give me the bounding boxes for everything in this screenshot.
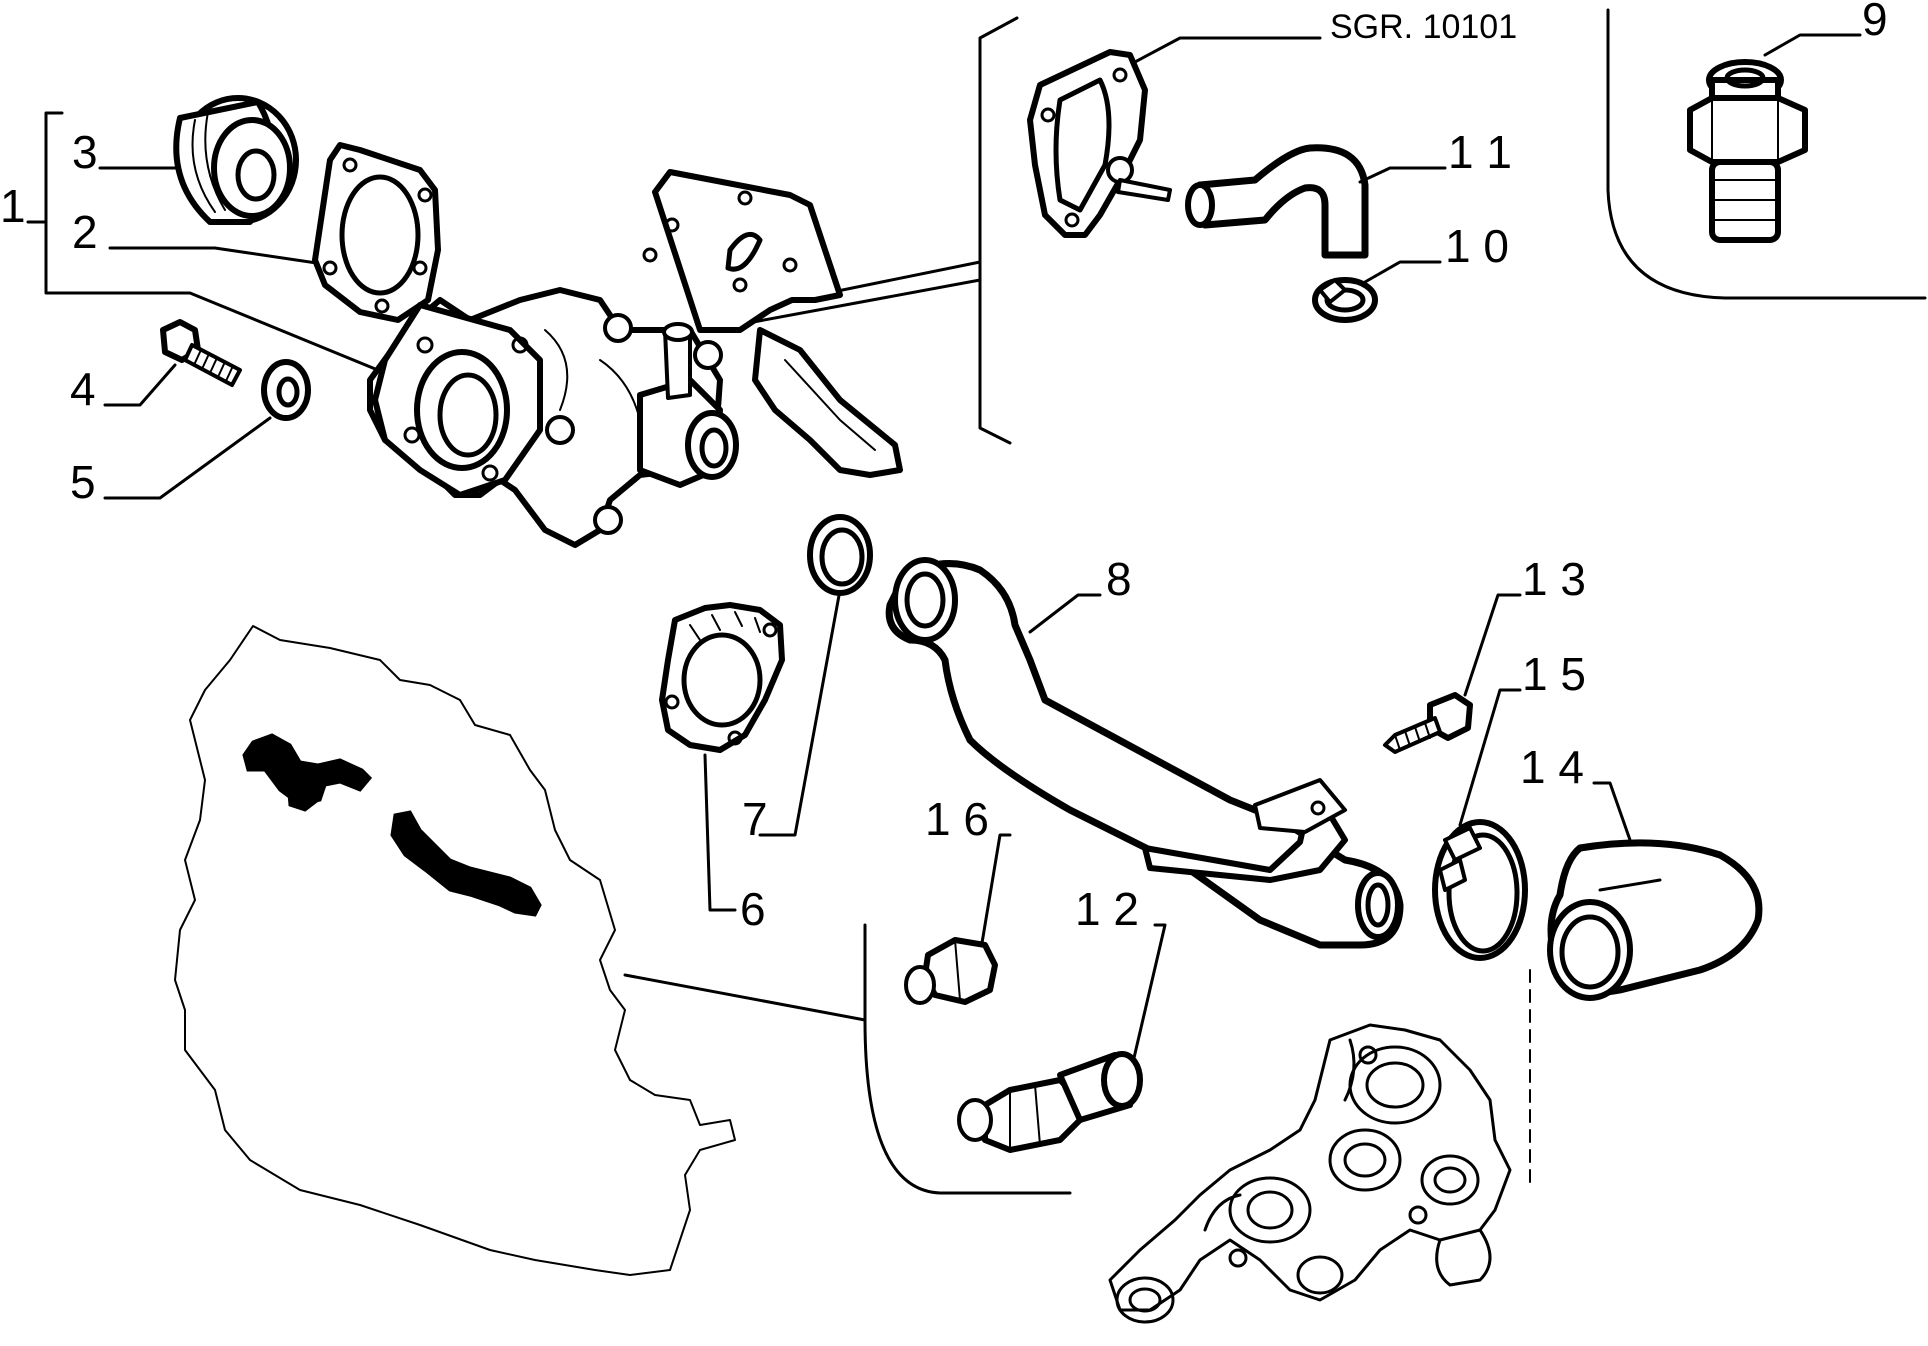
hose-clamp-part-15 <box>1432 819 1528 961</box>
temp-sensor-part-9 <box>1687 59 1808 243</box>
label-14: 1 4 <box>1520 741 1584 793</box>
hose-clamp-part-10 <box>1312 277 1378 323</box>
label-5: 5 <box>70 456 96 508</box>
label-16: 1 6 <box>925 793 989 845</box>
engine-block-outline <box>174 625 736 1276</box>
bolt-part-13 <box>1383 692 1473 754</box>
plug-part-16 <box>904 937 998 1005</box>
bolt-part-4 <box>160 319 242 387</box>
label-2: 2 <box>72 206 98 258</box>
label-7: 7 <box>742 793 768 845</box>
label-4: 4 <box>70 363 96 415</box>
rubber-hose-part-14 <box>1547 839 1763 1001</box>
label-reference: SGR. 10101 <box>1330 8 1517 46</box>
label-10: 1 0 <box>1445 220 1509 272</box>
label-13: 1 3 <box>1522 553 1586 605</box>
coolant-pipe-part-8 <box>885 557 1404 949</box>
frame-lines <box>623 8 1927 1195</box>
thermostat-housing <box>1108 1023 1512 1324</box>
label-6: 6 <box>740 883 766 935</box>
pulley-cap-part-3 <box>173 95 299 225</box>
bracket-sgr-10101 <box>1027 49 1172 238</box>
label-12: 1 2 <box>1075 883 1139 935</box>
gasket-part-2 <box>312 142 441 323</box>
flange-gasket-part-6 <box>659 602 785 753</box>
small-hose-part-11 <box>1185 144 1369 259</box>
label-8: 8 <box>1106 553 1132 605</box>
label-11: 1 1 <box>1448 126 1512 178</box>
labels: SGR. 10101 1 2 3 4 5 6 7 8 9 1 0 1 1 1 2… <box>0 0 1888 935</box>
label-9: 9 <box>1862 0 1888 45</box>
fitting-part-12 <box>957 1051 1143 1153</box>
label-1: 1 <box>0 180 26 232</box>
label-3: 3 <box>72 126 98 178</box>
o-ring-part-7 <box>807 514 873 596</box>
water-pump-part-1 <box>367 169 903 548</box>
washer-part-5 <box>261 359 311 421</box>
label-15: 1 5 <box>1522 648 1586 700</box>
